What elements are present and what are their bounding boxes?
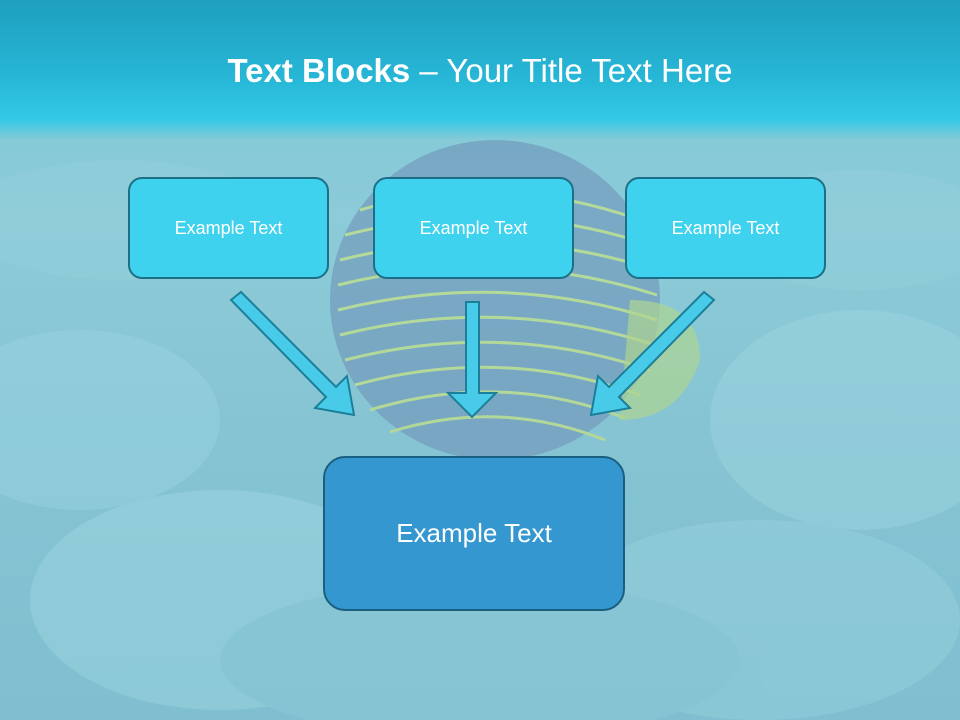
text-block-main: Example Text (323, 456, 625, 611)
arrow-right (589, 290, 716, 417)
slide-title: Text Blocks – Your Title Text Here (0, 52, 960, 90)
arrow-middle (445, 301, 499, 419)
text-block-2: Example Text (373, 177, 574, 279)
title-separator: – (410, 52, 447, 89)
arrow-left (229, 290, 356, 417)
header-band (0, 0, 960, 140)
title-rest: Your Title Text Here (446, 52, 733, 89)
text-block-3: Example Text (625, 177, 826, 279)
text-block-1: Example Text (128, 177, 329, 279)
title-bold-part: Text Blocks (227, 52, 411, 89)
